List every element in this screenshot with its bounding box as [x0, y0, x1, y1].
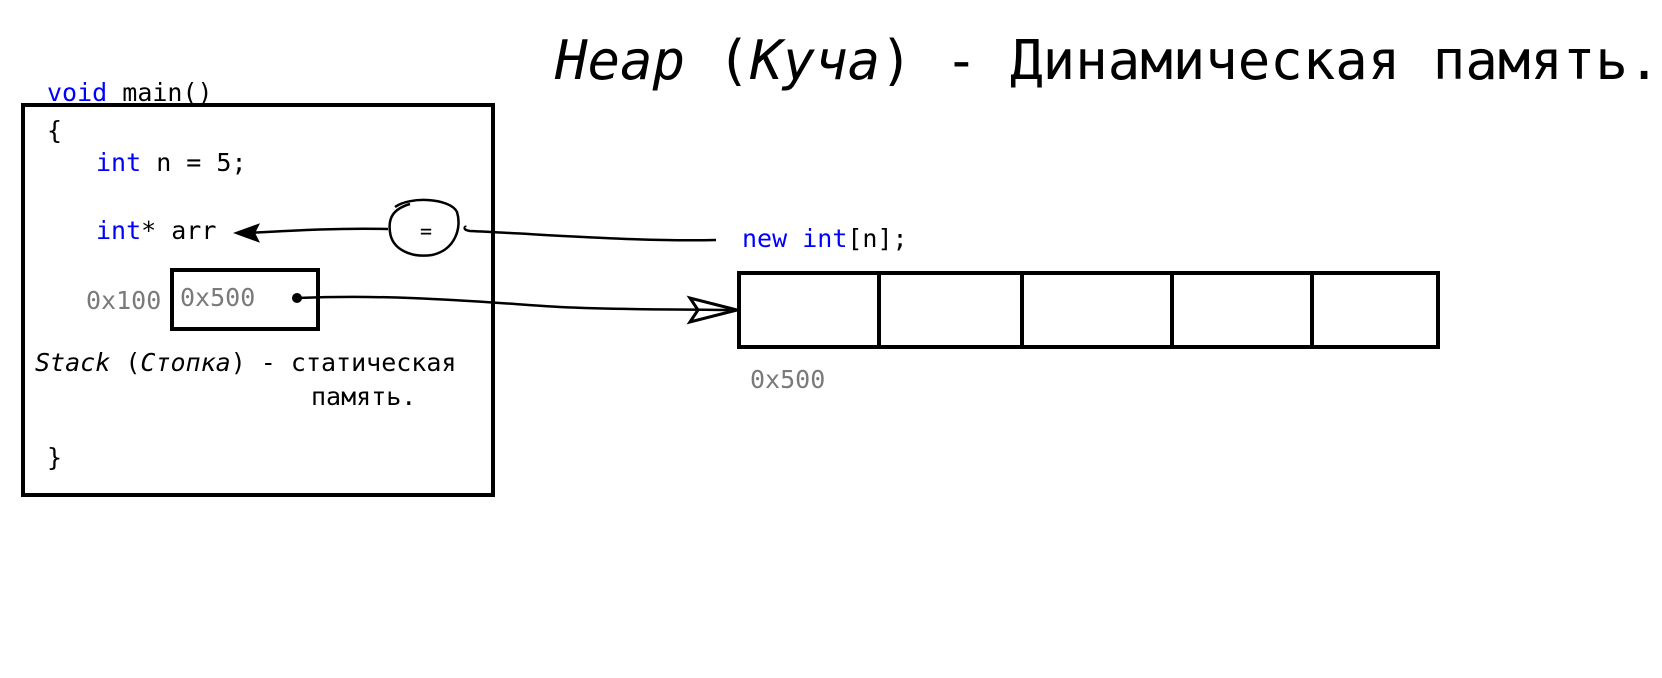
signature-rest: main()	[107, 78, 213, 107]
arrowhead-heap	[686, 295, 738, 325]
open-brace: {	[47, 116, 63, 145]
keyword-int: int	[96, 216, 142, 245]
heap-array-cell	[1174, 275, 1314, 345]
heap-array	[737, 271, 1440, 349]
pointer-cell	[170, 268, 320, 331]
assignment-symbol: =	[420, 219, 433, 243]
heap-base-address: 0x500	[750, 365, 826, 394]
title-heap: Heap	[555, 29, 686, 92]
heap-array-cell	[881, 275, 1024, 345]
arrow-heap-to-assignment	[463, 225, 717, 242]
stack-frame-box	[21, 103, 495, 497]
stack-label: Stack (Стопка) - статическая	[35, 348, 456, 378]
stack-label-rest: ) - статическая	[230, 348, 457, 377]
title-rest: ) - Динамическая память.	[880, 29, 1661, 92]
keyword-int: int	[802, 224, 848, 253]
keyword-int: int	[96, 148, 142, 177]
pointer-dot	[292, 293, 302, 303]
title-open-paren: (	[685, 29, 751, 92]
heap-expression-rest: [n];	[847, 224, 908, 253]
assignment-circle	[388, 198, 460, 257]
stack-label-line2: память.	[311, 382, 417, 411]
stack-label-open: (	[110, 348, 141, 377]
variable-address: 0x100	[86, 286, 162, 315]
code-line-int-arr-rest: * arr	[141, 216, 217, 245]
stack-label-stopka: Стопка	[140, 348, 231, 377]
arrow-assignment-to-arr	[247, 227, 389, 235]
function-signature: void main()	[47, 78, 213, 108]
stack-label-stack: Stack	[35, 348, 111, 377]
code-line-int-arr: int* arr	[96, 216, 216, 246]
keyword-new: new	[742, 224, 788, 253]
arrowhead-arr	[233, 223, 261, 243]
heap-array-cell	[741, 275, 881, 345]
code-line-int-n-rest: n = 5;	[141, 148, 247, 177]
close-brace: }	[47, 443, 63, 472]
page-title: Heap (Куча) - Динамическая память.	[555, 28, 1660, 94]
heap-array-cell	[1024, 275, 1174, 345]
arrow-pointer-to-heap	[296, 295, 731, 312]
code-line-int-n: int n = 5;	[96, 148, 247, 178]
title-kucha: Куча	[750, 29, 881, 92]
keyword-void: void	[47, 78, 108, 107]
heap-expression: new int[n];	[742, 224, 908, 254]
pointer-value: 0x500	[180, 283, 256, 312]
